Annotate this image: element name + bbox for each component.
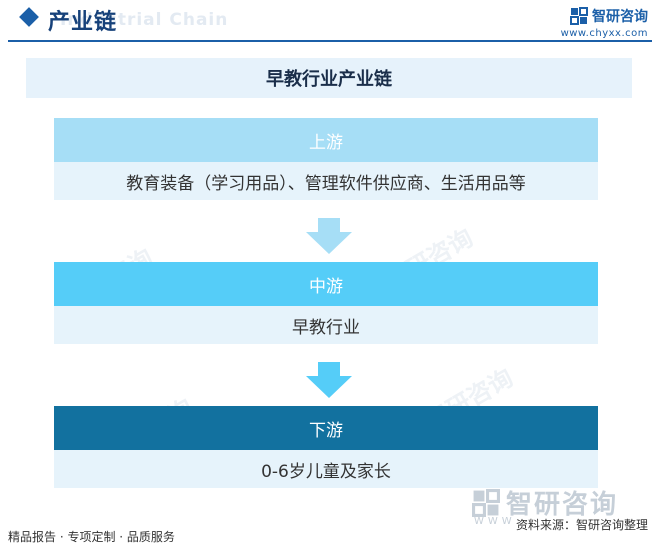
brand-url: www.chyxx.com xyxy=(560,28,648,39)
diagram-title: 早教行业产业链 xyxy=(26,58,632,98)
footer-slogan: 精品报告 · 专项定制 · 品质服务 xyxy=(8,530,175,544)
page-title: 产业链 xyxy=(48,10,118,35)
stage-content: 教育装备（学习用品）、管理软件供应商、生活用品等 xyxy=(54,162,598,200)
header-divider xyxy=(8,40,652,42)
stage-label: 中游 xyxy=(54,262,598,306)
stage-upstream: 上游 教育装备（学习用品）、管理软件供应商、生活用品等 xyxy=(54,118,598,200)
header: Industrial Chain 产业链 智研咨询 www.chyxx.com xyxy=(0,0,658,44)
down-arrow-icon xyxy=(306,218,352,254)
footer-brand-text: 智研咨询 xyxy=(506,490,619,520)
diamond-icon xyxy=(19,7,39,27)
stage-downstream: 下游 0-6岁儿童及家长 xyxy=(54,406,598,488)
brand-logo-icon xyxy=(570,7,588,25)
brand-logo-icon xyxy=(472,488,500,517)
stage-label: 下游 xyxy=(54,406,598,450)
brand-name: 智研咨询 xyxy=(592,9,648,25)
footer-source: 资料来源：智研咨询整理 xyxy=(515,518,648,532)
stage-midstream: 中游 早教行业 xyxy=(54,262,598,344)
down-arrow-icon xyxy=(306,362,352,398)
stage-label: 上游 xyxy=(54,118,598,162)
brand: 智研咨询 www.chyxx.com xyxy=(561,6,648,39)
footer-www: WWW xyxy=(474,516,516,527)
footer-brand-watermark: 智研咨询 xyxy=(472,484,618,521)
stage-content: 0-6岁儿童及家长 xyxy=(54,450,598,488)
stage-content: 早教行业 xyxy=(54,306,598,344)
